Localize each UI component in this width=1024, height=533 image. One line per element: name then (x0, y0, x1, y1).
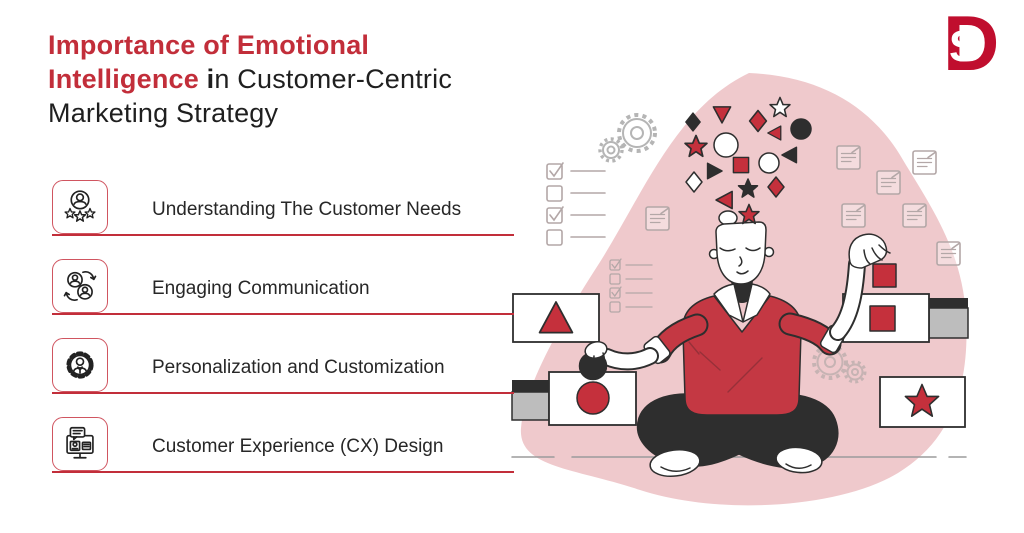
logo-letter-d: D (943, 0, 999, 87)
customer-rating-icon (52, 180, 108, 234)
list-item-label: Engaging Communication (152, 278, 370, 299)
card-circle (511, 371, 637, 426)
gear-person-icon (52, 338, 108, 392)
list-item-label: Customer Experience (CX) Design (152, 436, 444, 457)
user-exchange-icon (52, 259, 108, 313)
list-item: Customer Experience (CX) Design (52, 417, 514, 473)
list-item: Personalization and Customization (52, 338, 514, 394)
list-item-label: Personalization and Customization (152, 357, 445, 378)
held-square (872, 263, 897, 288)
card-triangle (512, 293, 600, 343)
floating-shapes (684, 96, 812, 225)
list-item-label: Understanding The Customer Needs (152, 199, 462, 220)
card-star (879, 376, 966, 428)
note-icons (645, 145, 961, 266)
gears-icon (598, 113, 657, 163)
list-item: Engaging Communication (52, 259, 514, 315)
brand-logo: D S (943, 0, 999, 87)
card-square (842, 293, 969, 343)
checklist-icon (546, 162, 606, 246)
meditating-person (578, 210, 897, 478)
checklist-icon (609, 258, 653, 313)
logo-letter-s: S (949, 22, 978, 71)
page-title: Importance of Emotional Intelligence in … (48, 30, 453, 128)
monitor-chat-icon (52, 417, 108, 471)
list-item: Understanding The Customer Needs (52, 180, 514, 236)
